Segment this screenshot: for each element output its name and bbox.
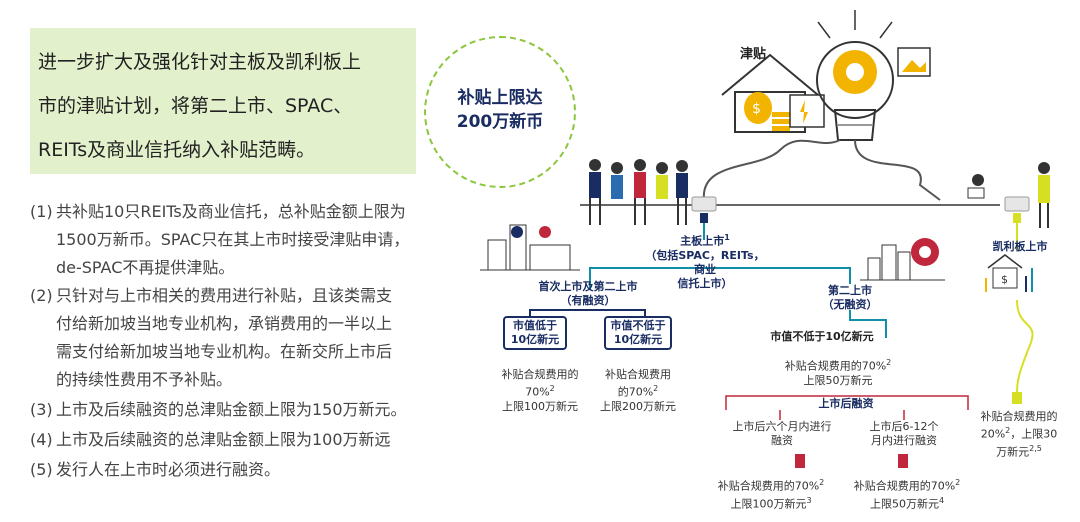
note-1: (1) 共补贴10只REITs及商业信托，总补贴金额上限为 1500万新币。SP…: [30, 202, 410, 277]
catalist-people-icon: [967, 162, 1050, 228]
lightbulb-gear-icon: [816, 10, 894, 141]
city-buildings-icon: [860, 238, 945, 281]
headline-box: 进一步扩大及强化针对主板及凯利板上 市的津贴计划，将第二上市、SPAC、 REI…: [30, 28, 416, 174]
catalist-label: 凯利板上市: [992, 240, 1048, 253]
cap-low-label: 市值低于 10亿新元: [510, 319, 560, 346]
svg-text:$: $: [1001, 273, 1008, 286]
note-2: (2) 只针对与上市相关的费用进行补贴，且该类需支 付给新加坡当地专业机构，承销…: [30, 286, 393, 389]
catalist-subsidy: 补贴合规费用的 20%2，上限30 万新元2,5: [980, 410, 1058, 459]
headline-line-3: REITs及商业信托纳入补贴范畴。: [38, 139, 316, 161]
machine-icon: [789, 94, 825, 128]
catalist-growth-icon: $: [985, 254, 1033, 292]
post-6m-label: 上市后六个月内进行 融资: [732, 420, 832, 447]
secondary-cap-label: 市值不低于10亿新元: [770, 330, 874, 343]
cap-high-label: 市值不低于 10亿新元: [610, 319, 666, 346]
factory-icon: [480, 224, 580, 271]
notes-list: (1) 共补贴10只REITs及商业信托，总补贴金额上限为 1500万新币。SP…: [30, 198, 440, 484]
subsidy-title: 津贴: [740, 47, 767, 62]
note-4: (4) 上市及后续融资的总津贴金额上限为100万新远: [30, 430, 391, 449]
note-3: (3) 上市及后续融资的总津贴金额上限为150万新元。: [30, 400, 407, 419]
svg-text:$: $: [752, 101, 761, 117]
post-6-12m-subsidy: 补贴合规费用的70%2 上限50万新元4: [853, 478, 961, 511]
mainboard-label: 主板上市1 （包括SPAC，REITs，商业 信托上市）: [645, 233, 765, 290]
cap-high-box: [604, 316, 672, 350]
secondary-listing-label: 第二上市 （无融资）: [822, 284, 878, 311]
post-6-12m-label: 上市后6-12个 月内进行融资: [869, 420, 939, 447]
secondary-subsidy: 补贴合规费用的70%2 上限50万新元: [784, 358, 892, 387]
people-group-icon: [589, 159, 688, 225]
post-listing-label: 上市后融资: [818, 397, 874, 410]
picture-card-icon: [897, 47, 931, 77]
cap-high-subsidy: 补贴合规费用 的70%2 上限200万新元: [600, 368, 676, 413]
cap-low-subsidy: 补贴合规费用的 70%2 上限100万新元: [501, 368, 579, 413]
first-secondary-label: 首次上市及第二上市 （有融资）: [538, 280, 638, 307]
headline-line-2: 市的津贴计划，将第二上市、SPAC、: [38, 95, 353, 117]
note-5: (5) 发行人在上市时必须进行融资。: [30, 460, 281, 479]
headline-line-1: 进一步扩大及强化针对主板及凯利板上: [38, 51, 362, 73]
subsidy-cap-text: 补贴上限达 200万新币: [456, 88, 544, 132]
subsidy-cap-badge: [424, 36, 576, 188]
cap-low-box: [503, 316, 567, 350]
post-6m-subsidy: 补贴合规费用的70%2 上限100万新元3: [717, 478, 825, 511]
